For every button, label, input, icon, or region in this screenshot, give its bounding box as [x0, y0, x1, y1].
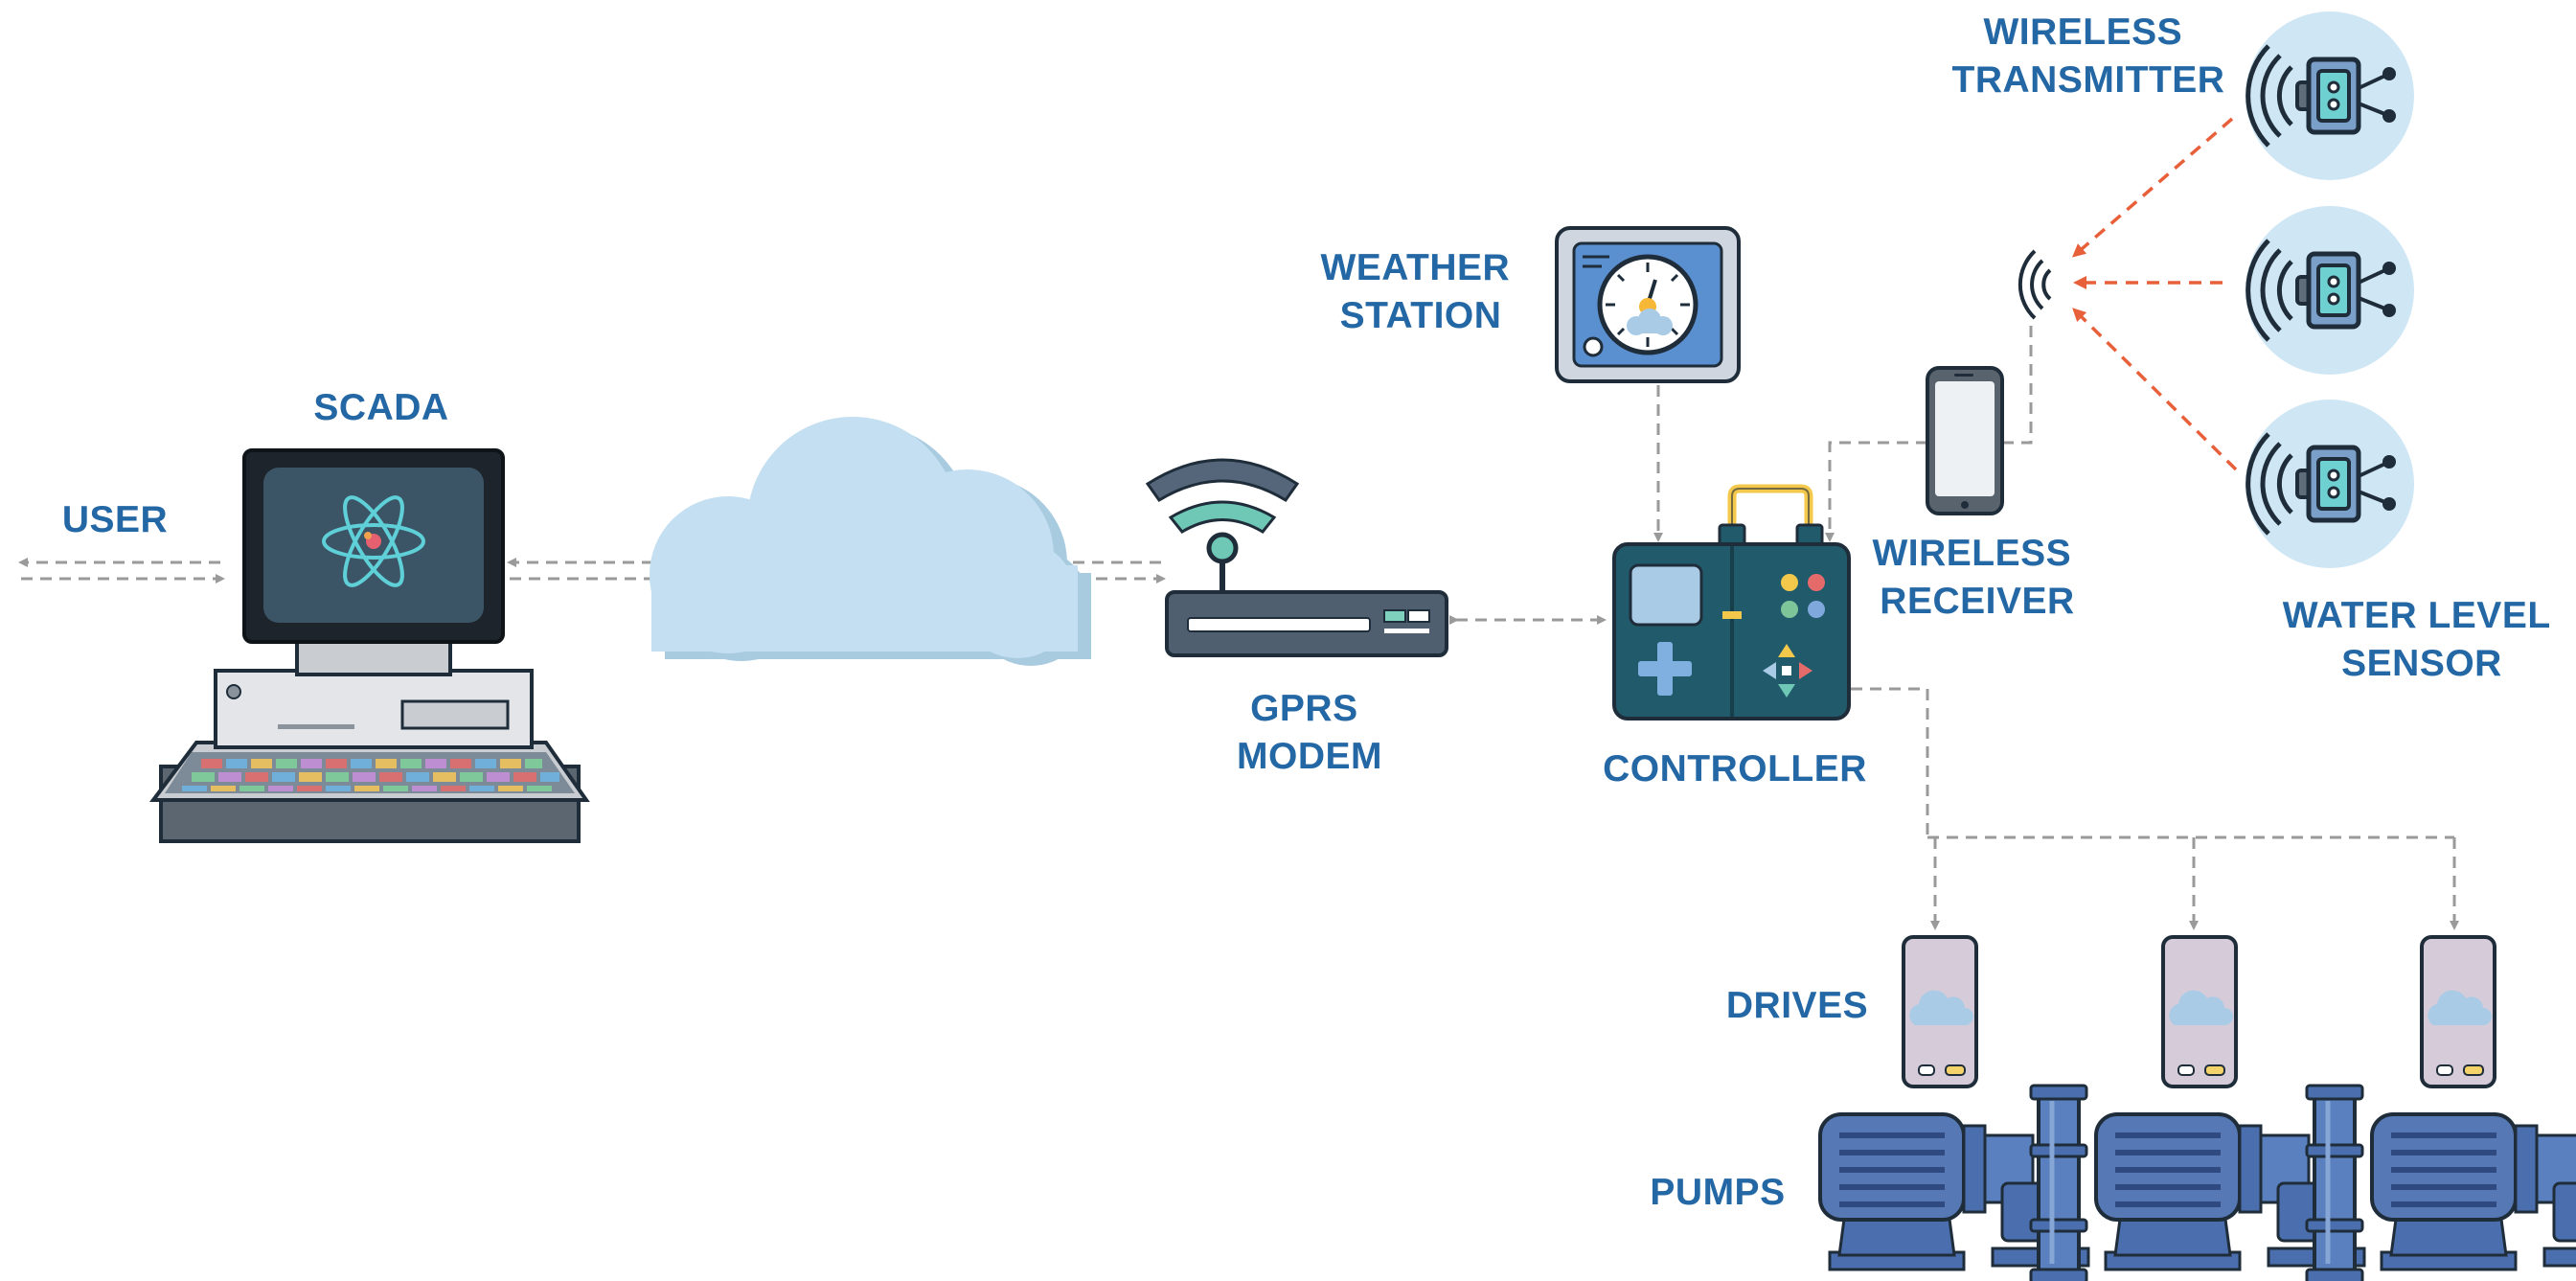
weather-station-label-line-1: WEATHER [1320, 247, 1510, 288]
scada-label: SCADA [313, 387, 448, 428]
wireless-links [2071, 117, 2238, 471]
smartphone-icon [1926, 366, 2004, 515]
controller-drives-trunk [1851, 687, 1929, 837]
gprs-modem-label-line-1: GPRS [1250, 688, 1358, 729]
pump-icon [2096, 1086, 2364, 1281]
weather-station-icon [1555, 226, 1741, 383]
weather-station-label-line-2: STATION [1340, 295, 1502, 336]
sensor-3-wireless-link [2072, 308, 2238, 471]
wireless-signal-icon [2017, 249, 2052, 320]
pumps-label: PUMPS [1650, 1172, 1785, 1213]
wireless-transmitter-label: WIRELESS TRANSMITTER [1952, 11, 2225, 101]
gprs-modem-label-line-2: MODEM [1237, 736, 1382, 777]
controller-icon [1612, 484, 1851, 721]
cloud-icon [650, 417, 1091, 666]
receiver-controller-link [1825, 441, 1927, 542]
wireless-receiver-label-line-1: WIRELESS [1872, 533, 2071, 574]
sensor-1-wireless-link [2071, 117, 2234, 258]
pump-icon [2372, 1086, 2576, 1281]
receiver-antenna-link [2002, 321, 2033, 445]
drive-icon [2161, 935, 2238, 1088]
water-level-sensor-icon [2245, 206, 2414, 375]
pump-icon [1820, 1086, 2088, 1281]
wireless-receiver-label-line-2: RECEIVER [1880, 581, 2074, 622]
wireless-transmitter-label-line-2: TRANSMITTER [1952, 59, 2225, 101]
drive-icon [1902, 935, 1978, 1088]
wireless-transmitter-label-line-1: WIRELESS [1983, 11, 2182, 53]
modem-icon [1145, 458, 1448, 657]
drives-label: DRIVES [1726, 985, 1868, 1026]
wireless-receiver-label: WIRELESS RECEIVER [1872, 533, 2082, 622]
weather-station-label: WEATHER STATION [1320, 247, 1520, 336]
water-level-sensor-icon [2245, 400, 2414, 568]
water-level-sensor-label-line-1: WATER LEVEL [2283, 595, 2550, 636]
water-level-sensor-label-line-2: SENSOR [2341, 643, 2502, 684]
computer-icon [149, 448, 590, 843]
water-level-sensor-icon [2245, 11, 2414, 180]
user-label: USER [62, 499, 168, 540]
controller-label: CONTROLLER [1603, 748, 1867, 789]
drive-icon [2420, 935, 2496, 1088]
gprs-modem-label: GPRS MODEM [1237, 688, 1382, 777]
water-level-sensor-label: WATER LEVEL SENSOR [2283, 595, 2562, 684]
